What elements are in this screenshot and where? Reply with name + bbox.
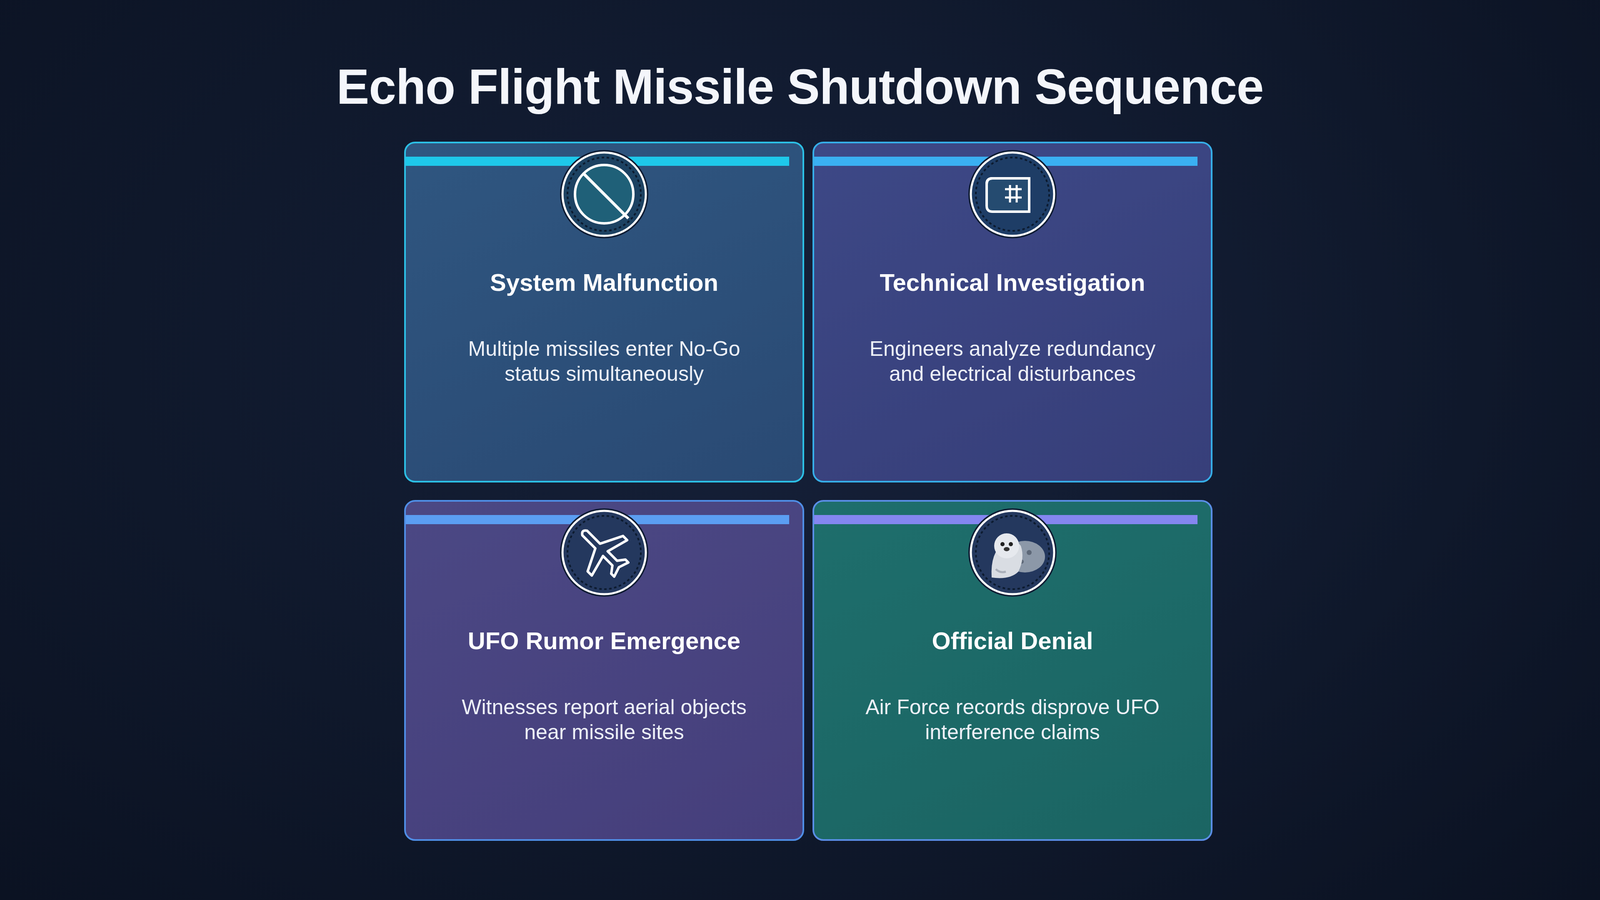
card-heading: Official Denial [830,626,1195,655]
card-body: Multiple missiles enter No-Go status sim… [441,336,767,387]
step-card: Technical InvestigationEngineers analyze… [812,141,1213,483]
card-body: Air Force records disprove UFO interfere… [850,694,1175,745]
step-icon [558,148,650,240]
step-icon [558,506,650,599]
diagram-title: Echo Flight Missile Shutdown Sequence [0,58,1600,115]
card-heading: Technical Investigation [830,268,1195,297]
card-heading: UFO Rumor Emergence [422,626,786,655]
step-icon [966,506,1059,599]
step-card: Official DenialAir Force records disprov… [812,500,1213,841]
step-card: System MalfunctionMultiple missiles ente… [404,141,805,483]
card-body: Engineers analyze redundancy and electri… [850,336,1175,387]
step-icon [966,148,1059,240]
card-heading: System Malfunction [422,268,786,297]
card-body: Witnesses report aerial objects near mis… [441,694,767,745]
step-card: UFO Rumor EmergenceWitnesses report aeri… [404,500,805,841]
